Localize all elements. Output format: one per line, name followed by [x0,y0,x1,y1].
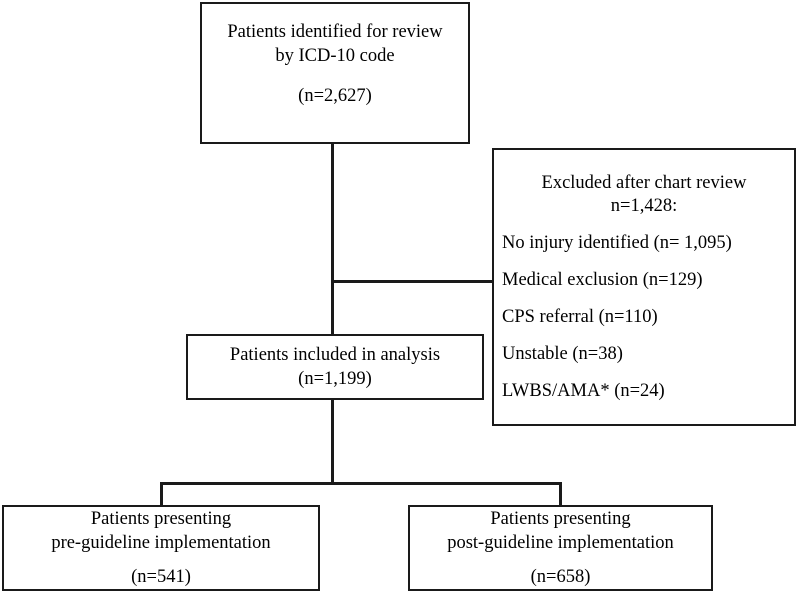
node-pre-guideline-count: (n=541) [131,566,191,587]
node-excluded-after-chart-review: Excluded after chart review n=1,428: No … [492,148,796,426]
connector-split-bar [160,482,562,485]
node-excluded-reason-list: No injury identified (n= 1,095) Medical … [502,231,794,416]
node-patients-included-count: (n=1,199) [298,369,372,389]
node-post-guideline-count: (n=658) [530,566,591,587]
node-patients-identified-count: (n=2,627) [298,86,372,107]
exclusion-reason-cps-referral: CPS referral (n=110) [502,307,658,328]
node-patients-included-line1: Patients included in analysis [229,344,441,365]
node-patients-identified: Patients identified for review by ICD-10… [200,2,470,144]
connector-drop-to-pre-guideline [160,482,163,507]
exclusion-reason-no-injury: No injury identified (n= 1,095) [502,233,732,254]
node-post-guideline-line2: post-guideline implementation [447,533,674,554]
node-pre-guideline-line2: pre-guideline implementation [51,533,271,554]
exclusion-reason-unstable: Unstable (n=38) [502,344,623,365]
exclusion-reason-medical: Medical exclusion (n=129) [502,270,703,291]
node-excluded-header-line2: n=1,428: [610,195,678,216]
node-post-guideline-line1: Patients presenting [490,509,631,530]
node-pre-guideline: Patients presenting pre-guideline implem… [2,505,320,591]
node-patients-identified-line2: by ICD-10 code [275,45,395,66]
node-patients-identified-line1: Patients identified for review [227,21,443,42]
node-excluded-header-line1: Excluded after chart review [541,173,747,193]
node-pre-guideline-line1: Patients presenting [90,509,232,530]
connector-branch-to-excluded [331,280,494,283]
exclusion-reason-lwbs-ama: LWBS/AMA* (n=24) [502,381,665,402]
connector-included-to-split [331,399,334,485]
node-patients-included: Patients included in analysis (n=1,199) [186,334,484,400]
node-excluded-header: Excluded after chart review n=1,428: [502,172,794,217]
connector-identified-to-included-upper [331,144,334,336]
node-post-guideline: Patients presenting post-guideline imple… [408,505,713,591]
connector-drop-to-post-guideline [559,482,562,507]
